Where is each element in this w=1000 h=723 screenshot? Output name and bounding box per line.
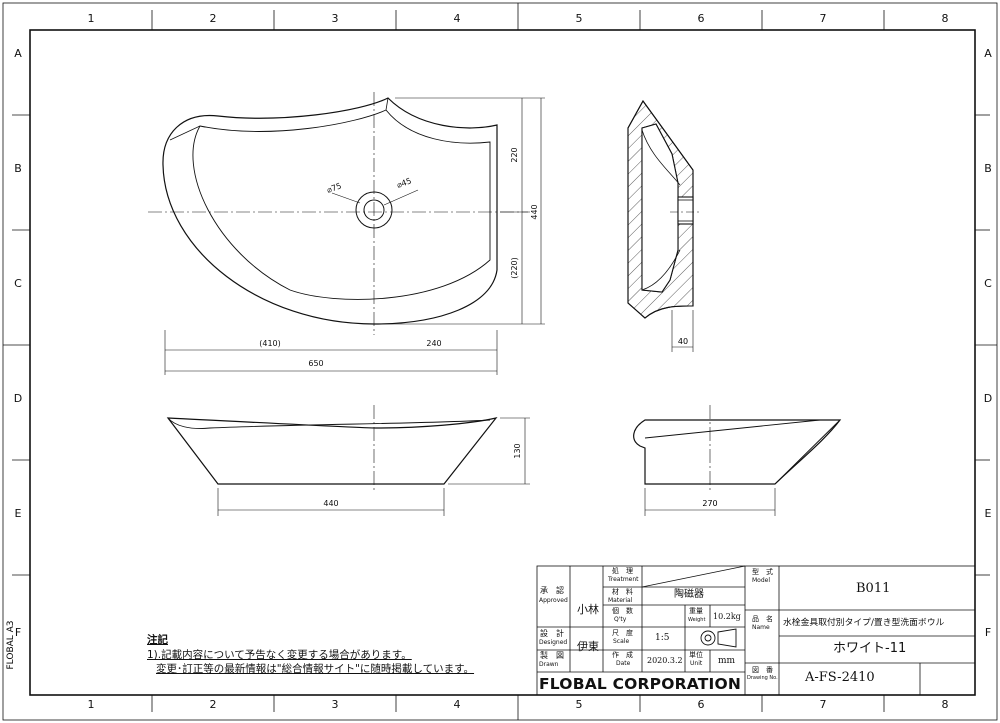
drawing-no-label-en: Drawing No. bbox=[747, 675, 778, 681]
material-label-jp: 材 料 bbox=[612, 588, 633, 596]
col-label-5: 5 bbox=[576, 12, 583, 25]
col-label-7: 7 bbox=[820, 12, 827, 25]
front-view bbox=[166, 405, 498, 492]
col-label-5-bottom: 5 bbox=[576, 698, 583, 711]
qty-label-jp: 個 数 bbox=[612, 607, 633, 615]
scale-label-jp: 尺 度 bbox=[612, 629, 633, 637]
row-label-c-right: C bbox=[984, 277, 992, 290]
dim-front-height: 130 bbox=[513, 443, 522, 458]
sheet-label: FLOBAL A3 bbox=[6, 620, 16, 669]
dim-outer-dia: ⌀75 bbox=[326, 181, 343, 195]
col-label-2: 2 bbox=[210, 12, 217, 25]
designed-label-en: Designed bbox=[539, 639, 568, 646]
col-label-8: 8 bbox=[942, 12, 949, 25]
unit-value: mm bbox=[718, 656, 736, 666]
col-label-8-bottom: 8 bbox=[942, 698, 949, 711]
company-name: FLOBAL CORPORATION bbox=[539, 675, 742, 693]
notes-title: 注記 bbox=[147, 634, 168, 646]
approved-name: 小林 bbox=[577, 603, 599, 616]
row-label-b: B bbox=[14, 162, 22, 175]
dim-side-base: 270 bbox=[702, 499, 717, 508]
drawn-label-en: Drawn bbox=[539, 661, 559, 668]
dim-top-width-right: 240 bbox=[426, 339, 441, 348]
col-label-6: 6 bbox=[698, 12, 705, 25]
projection-symbol-icon bbox=[700, 628, 737, 648]
row-label-d-right: D bbox=[984, 392, 992, 405]
scale-label-en: Scale bbox=[613, 638, 630, 645]
col-label-7-bottom: 7 bbox=[820, 698, 827, 711]
model-label-en: Model bbox=[752, 577, 771, 584]
side-section-dimensions bbox=[671, 310, 694, 352]
name-label-jp: 品 名 bbox=[752, 615, 773, 623]
approved-label-jp: 承 認 bbox=[540, 586, 564, 595]
col-label-3-bottom: 3 bbox=[332, 698, 339, 711]
row-label-c: C bbox=[14, 277, 22, 290]
top-view-outer-outline bbox=[162, 97, 498, 325]
material-value: 陶磁器 bbox=[674, 589, 704, 600]
dim-inner-dia: ⌀45 bbox=[396, 176, 413, 190]
weight-label-en: Weight bbox=[688, 617, 706, 623]
drawn-label-jp: 製 図 bbox=[540, 651, 564, 660]
dim-top-height-lower: (220) bbox=[510, 257, 519, 279]
weight-value: 10.2kg bbox=[713, 612, 741, 621]
weight-label-jp: 重量 bbox=[689, 607, 703, 615]
row-label-a-right: A bbox=[984, 47, 992, 60]
date-label-en: Date bbox=[616, 660, 631, 667]
col-label-1-bottom: 1 bbox=[88, 698, 95, 711]
row-label-a: A bbox=[14, 47, 22, 60]
model-value: B011 bbox=[856, 581, 891, 596]
dim-top-width-total: 650 bbox=[308, 359, 323, 368]
top-view-dimensions bbox=[164, 97, 545, 375]
color-value: ホワイト-11 bbox=[833, 641, 907, 656]
col-label-6-bottom: 6 bbox=[698, 698, 705, 711]
row-label-e-right: E bbox=[985, 507, 992, 520]
side-view-dimensions bbox=[644, 488, 776, 516]
name-label-en: Name bbox=[752, 624, 770, 631]
treatment-label-en: Treatment bbox=[608, 576, 639, 583]
dim-front-base: 440 bbox=[323, 499, 338, 508]
scale-value: 1:5 bbox=[655, 633, 670, 643]
dim-side-wall: 40 bbox=[678, 337, 688, 346]
top-view bbox=[148, 92, 530, 335]
drawing-no-value: A-FS-2410 bbox=[805, 670, 875, 685]
col-label-1: 1 bbox=[88, 12, 95, 25]
unit-label-jp: 単位 bbox=[689, 651, 703, 659]
model-label-jp: 型 式 bbox=[752, 568, 773, 576]
col-label-4: 4 bbox=[454, 12, 461, 25]
treatment-label-jp: 処 理 bbox=[612, 567, 633, 575]
approved-label-en: Approved bbox=[539, 597, 568, 604]
row-label-f: F bbox=[15, 626, 21, 639]
title-block bbox=[536, 565, 976, 696]
dim-top-width-left: (410) bbox=[259, 339, 281, 348]
designed-label-jp: 設 計 bbox=[540, 629, 564, 638]
notes-line-1: 1).記載内容について予告なく変更する場合があります。 bbox=[147, 649, 412, 661]
row-label-f-right: F bbox=[985, 626, 991, 639]
dim-top-height-total: 440 bbox=[530, 204, 539, 219]
qty-label-en: Q'ty bbox=[614, 616, 627, 623]
dim-top-height-upper: 220 bbox=[510, 147, 519, 162]
material-label-en: Material bbox=[608, 597, 633, 604]
side-view-outline bbox=[633, 419, 842, 485]
date-label-jp: 作 成 bbox=[612, 651, 633, 659]
col-label-2-bottom: 2 bbox=[210, 698, 217, 711]
name-value: 水栓金具取付別タイプ/置き型洗面ボウル bbox=[783, 618, 945, 628]
col-label-4-bottom: 4 bbox=[454, 698, 461, 711]
front-view-dimensions bbox=[217, 417, 530, 516]
top-view-inner-rim bbox=[192, 109, 491, 300]
side-section-view bbox=[627, 99, 700, 319]
drawing-no-label-jp: 図 番 bbox=[752, 666, 773, 674]
col-label-3: 3 bbox=[332, 12, 339, 25]
notes-line-2: 変更･訂正等の最新情報は"総合情報サイト"に随時掲載しています。 bbox=[156, 663, 475, 675]
drawn-name: 伊東 bbox=[577, 640, 599, 653]
side-view bbox=[633, 405, 842, 490]
row-label-d: D bbox=[14, 392, 22, 405]
row-label-e: E bbox=[15, 507, 22, 520]
row-label-b-right: B bbox=[984, 162, 992, 175]
drain-outer-circle bbox=[355, 191, 393, 229]
drain-inner-circle bbox=[363, 199, 385, 221]
date-value: 2020.3.2 bbox=[647, 656, 683, 665]
unit-label-en: Unit bbox=[690, 660, 703, 667]
